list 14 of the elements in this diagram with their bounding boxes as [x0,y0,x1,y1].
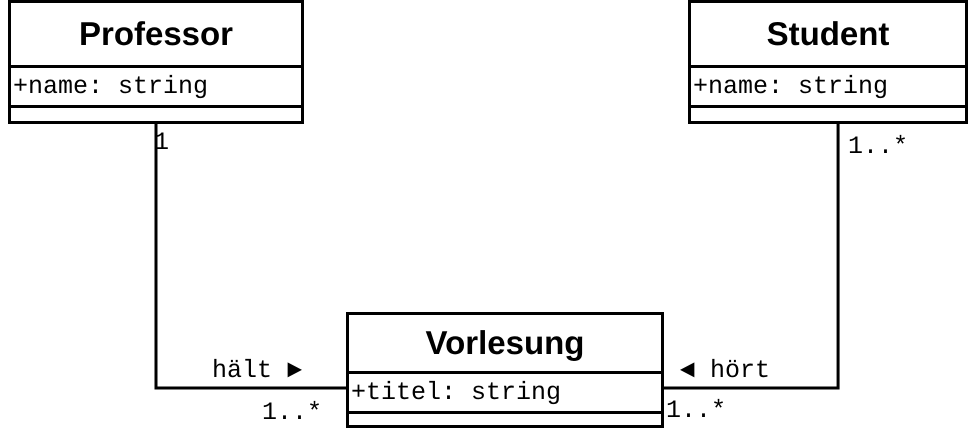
class-name: Vorlesung [426,324,584,362]
multiplicity-label: 1..* [666,398,726,423]
class-box [8,0,304,124]
class-box [346,312,664,428]
multiplicity-label: 1..* [262,400,322,425]
attribute-text: +name: string [11,65,301,108]
association-line [664,122,840,390]
attribute-text: +titel: string [349,371,661,414]
class-name: Student [766,15,890,53]
class-box [688,0,968,124]
multiplicity-label: 1..* [848,134,908,159]
attribute-text: +name: string [691,65,965,108]
class-name: Professor [78,15,234,53]
association-line [154,122,346,390]
